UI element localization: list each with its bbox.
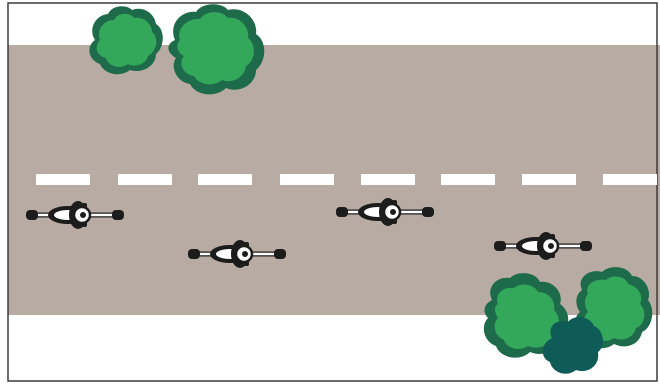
tree-top-right (168, 4, 264, 94)
